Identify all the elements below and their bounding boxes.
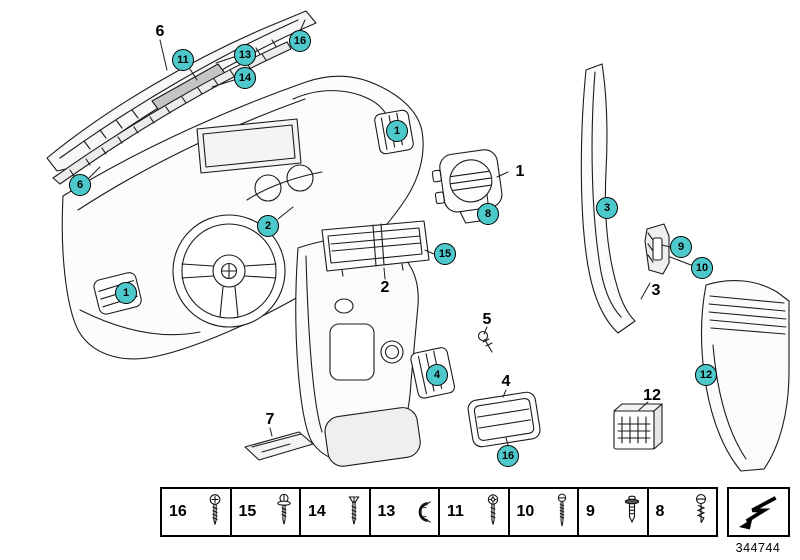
zigzag-arrow-icon [733,492,785,532]
part-label-5[interactable]: 5 [482,311,492,328]
hotspot-4[interactable]: 4 [426,364,448,386]
hotspot-14[interactable]: 14 [234,67,256,89]
overview-thumbnail[interactable] [727,487,790,537]
air-vent-part-4 [467,391,541,448]
hotspot-1[interactable]: 1 [386,120,408,142]
air-vent-part-2 [321,220,430,277]
center-console [295,237,456,467]
hotspot-8[interactable]: 8 [477,203,499,225]
fastener-table: 16 15 14 13 11 10 9 8 [160,487,718,537]
hotspot-6[interactable]: 6 [69,174,91,196]
fastener-number: 8 [655,503,665,520]
screw-torx-icon [483,491,503,533]
hotspot-3[interactable]: 3 [596,197,618,219]
fastener-number: 11 [447,503,464,520]
trim-part-7 [244,431,314,461]
dashboard-assembly [61,75,456,467]
rivet-icon [622,491,642,533]
fastener-cell-15[interactable]: 15 [229,489,300,535]
side-panel-right [700,280,790,472]
hotspot-16[interactable]: 16 [497,445,519,467]
screw-pan-icon [205,491,225,533]
fastener-number: 14 [308,503,326,520]
fastener-cell-8[interactable]: 8 [646,489,717,535]
a-pillar-trim-3 [580,63,636,334]
screw-coarse-icon [691,491,711,533]
fastener-cell-9[interactable]: 9 [577,489,647,535]
part-label-12[interactable]: 12 [643,387,661,404]
hotspot-15[interactable]: 15 [434,243,456,265]
part-label-4[interactable]: 4 [501,373,511,390]
part-label-2[interactable]: 2 [380,279,390,296]
hotspot-12[interactable]: 12 [695,364,717,386]
hotspot-9[interactable]: 9 [670,236,692,258]
part-label-6[interactable]: 6 [155,23,165,40]
screw-flat-icon [344,491,364,533]
diagram-number: 344744 [735,541,781,555]
steering-wheel [172,214,286,328]
clip-nut-icon [413,491,433,533]
screw-long-icon [552,491,572,533]
part-label-1[interactable]: 1 [515,163,525,180]
fastener-cell-14[interactable]: 14 [299,489,369,535]
screw-washer-icon [274,491,294,533]
fastener-cell-13[interactable]: 13 [368,489,439,535]
hotspot-11[interactable]: 11 [172,49,194,71]
control-module-12 [613,403,663,450]
fastener-number: 15 [238,503,257,520]
fastener-number: 9 [586,503,595,520]
part-label-3[interactable]: 3 [651,282,661,299]
hotspot-2[interactable]: 2 [257,215,279,237]
fastener-number: 13 [377,503,396,520]
screw-part-5 [477,330,493,353]
fastener-cell-11[interactable]: 11 [438,489,508,535]
leader-lines [88,19,692,446]
part-label-7[interactable]: 7 [265,411,275,428]
hotspot-16[interactable]: 16 [289,30,311,52]
retainer-bracket-9-10 [644,223,670,275]
hotspot-10[interactable]: 10 [691,257,713,279]
fastener-cell-16[interactable]: 16 [162,489,230,535]
hotspot-13[interactable]: 13 [234,44,256,66]
fastener-number: 16 [169,503,187,520]
fastener-cell-10[interactable]: 10 [507,489,578,535]
fastener-number: 10 [516,503,535,520]
hotspot-1[interactable]: 1 [115,282,137,304]
